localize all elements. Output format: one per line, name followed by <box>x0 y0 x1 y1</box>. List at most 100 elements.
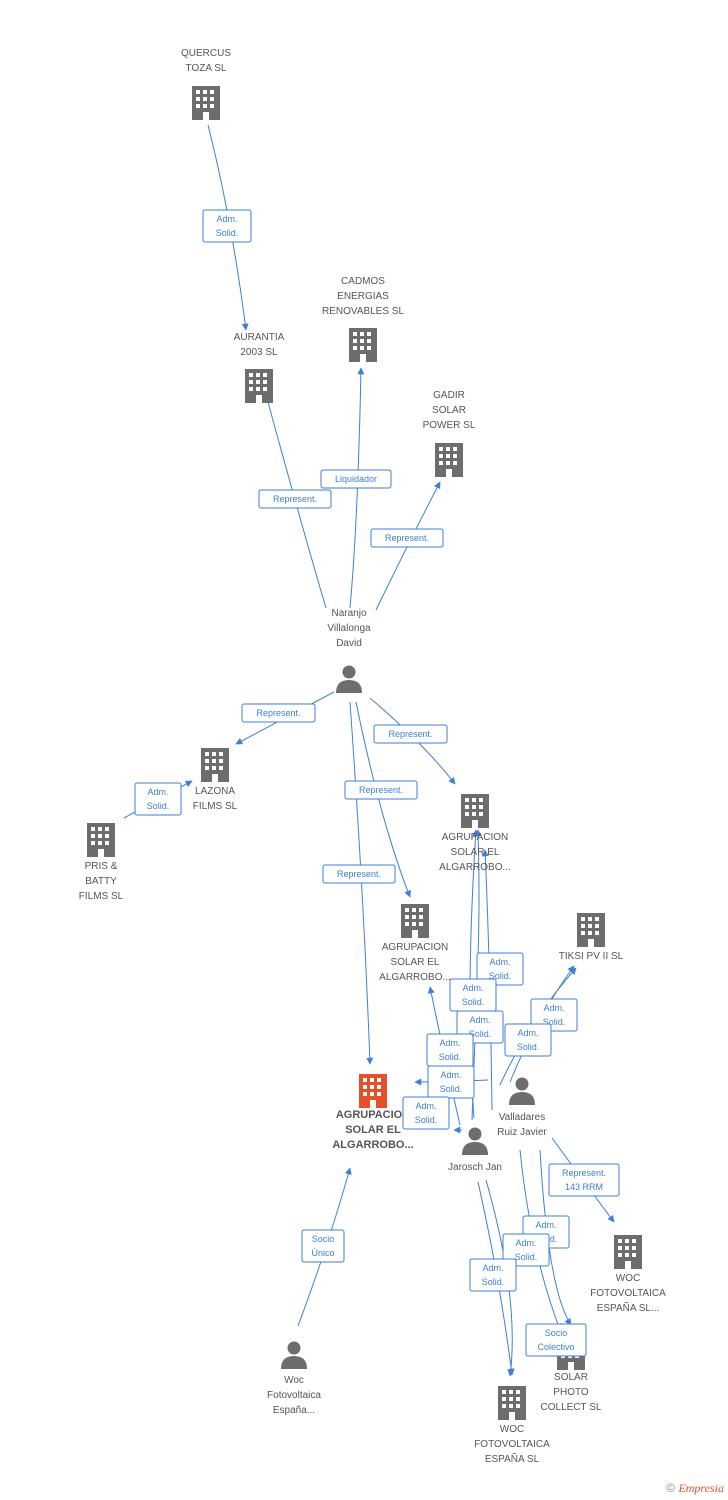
node-label-line: Villalonga <box>327 623 371 634</box>
node-label-line: WOC <box>616 1273 640 1284</box>
relation-label[interactable]: Represent. <box>322 864 396 884</box>
company-node-quercus[interactable]: QUERCUS TOZA SL <box>181 48 231 120</box>
relation-label-text: Represent. <box>256 708 300 718</box>
node-label-line: PHOTO <box>553 1387 589 1398</box>
node-label-line: GADIR <box>433 390 465 401</box>
relation-edge <box>471 829 482 1121</box>
relation-label[interactable]: Adm.Solid. <box>469 1258 517 1292</box>
company-node-lazona[interactable]: LAZONA FILMS SL <box>193 748 238 812</box>
relation-label-text: Adm. <box>462 983 483 993</box>
person-node-wocperson[interactable]: WocFotovoltaicaEspaña... <box>267 1341 321 1417</box>
relation-label[interactable]: Adm.Solid. <box>402 1096 450 1130</box>
relation-edge <box>539 1149 572 1326</box>
relation-label[interactable]: Represent. <box>370 528 444 548</box>
relation-label[interactable]: Adm.Solid. <box>134 782 182 816</box>
relation-label-text: Solid. <box>515 1252 538 1262</box>
relation-label-box <box>504 1023 552 1057</box>
relation-label-box <box>402 1096 450 1130</box>
node-label-line: COLLECT SL <box>541 1402 602 1413</box>
relation-label[interactable]: Adm.Solid. <box>504 1023 552 1057</box>
relation-label[interactable]: Adm.Solid. <box>476 952 524 986</box>
relation-label-text: Socio <box>312 1234 335 1244</box>
node-label-line: ESPAÑA SL <box>485 1452 540 1465</box>
building-icon <box>614 1235 642 1269</box>
relation-label-box <box>373 724 448 744</box>
node-label-line: ESPAÑA SL... <box>597 1301 660 1314</box>
node-label-line: ALGARROBO... <box>379 972 451 983</box>
relation-label[interactable]: Represent. <box>373 724 448 744</box>
relation-label-box <box>530 998 578 1032</box>
relation-label[interactable]: Represent.143 RRM <box>548 1163 620 1197</box>
relation-label[interactable]: Adm.Solid. <box>449 978 497 1012</box>
relation-label[interactable]: Adm. Solid. <box>427 1065 475 1099</box>
node-label-line: PRIS & <box>85 861 118 872</box>
node-label-line: Woc <box>284 1375 304 1386</box>
relation-label-box <box>548 1163 620 1197</box>
building-icon <box>498 1386 526 1420</box>
relation-label[interactable]: Adm.Solid. <box>202 209 252 243</box>
relation-label-text: Represent. <box>385 533 429 543</box>
building-icon <box>577 913 605 947</box>
relation-label[interactable]: Represent. <box>344 780 418 800</box>
building-icon <box>201 748 229 782</box>
relation-label-text: Adm. <box>439 1038 460 1048</box>
node-label-line: FILMS SL <box>79 891 124 902</box>
relation-label-text: Represent. <box>273 494 317 504</box>
relation-label-text: Represent. <box>359 785 403 795</box>
person-icon <box>509 1077 535 1105</box>
person-icon <box>462 1127 488 1155</box>
building-icon <box>87 823 115 857</box>
relation-label[interactable]: Liquidador <box>320 469 392 489</box>
relation-label-box <box>241 703 316 723</box>
node-label-line: LAZONA <box>195 786 235 797</box>
node-label-line: TOZA SL <box>186 63 227 74</box>
node-label-line: David <box>336 638 362 649</box>
node-label-line: FILMS SL <box>193 801 238 812</box>
relation-label-text: Solid. <box>439 1052 462 1062</box>
relation-edge <box>355 701 411 898</box>
relation-label-text: Solid. <box>517 1042 540 1052</box>
node-label-line: SOLAR <box>432 405 466 416</box>
relation-label-box <box>202 209 252 243</box>
node-label-line: AGRUPACION <box>442 832 509 843</box>
relation-label-text: Único <box>311 1248 334 1258</box>
node-label-line: ALGARROBO... <box>332 1139 413 1151</box>
relation-label[interactable]: Represent. <box>241 703 316 723</box>
person-icon <box>336 665 362 693</box>
relation-label-text: Solid. <box>440 1084 463 1094</box>
node-label-line: QUERCUS <box>181 48 231 59</box>
node-label-line: ALGARROBO... <box>439 862 511 873</box>
relation-label[interactable]: Adm. Solid. <box>426 1033 474 1067</box>
node-label-line: ENERGIAS <box>337 291 389 302</box>
node-label-line: SOLAR EL <box>345 1124 401 1136</box>
relation-label-box <box>258 489 332 509</box>
building-icon <box>192 86 220 120</box>
empresia-logo[interactable]: Empresia <box>678 1481 724 1495</box>
relation-edge <box>349 367 365 609</box>
relation-label-box <box>344 780 418 800</box>
relation-label[interactable]: Adm.Solid. <box>530 998 578 1032</box>
person-node-jarosch[interactable]: Jarosch Jan <box>448 1127 502 1174</box>
relation-label[interactable]: Represent. <box>258 489 332 509</box>
node-label-line: RENOVABLES SL <box>322 306 405 317</box>
building-icon <box>349 328 377 362</box>
company-node-tiksi[interactable]: TIKSI PV II SL <box>559 913 624 962</box>
relation-label-text: Adm. <box>440 1070 461 1080</box>
relation-label[interactable]: Adm. Solid. <box>502 1233 550 1267</box>
relation-label-text: Adm. <box>515 1238 536 1248</box>
node-label-line: Fotovoltaica <box>267 1390 321 1401</box>
